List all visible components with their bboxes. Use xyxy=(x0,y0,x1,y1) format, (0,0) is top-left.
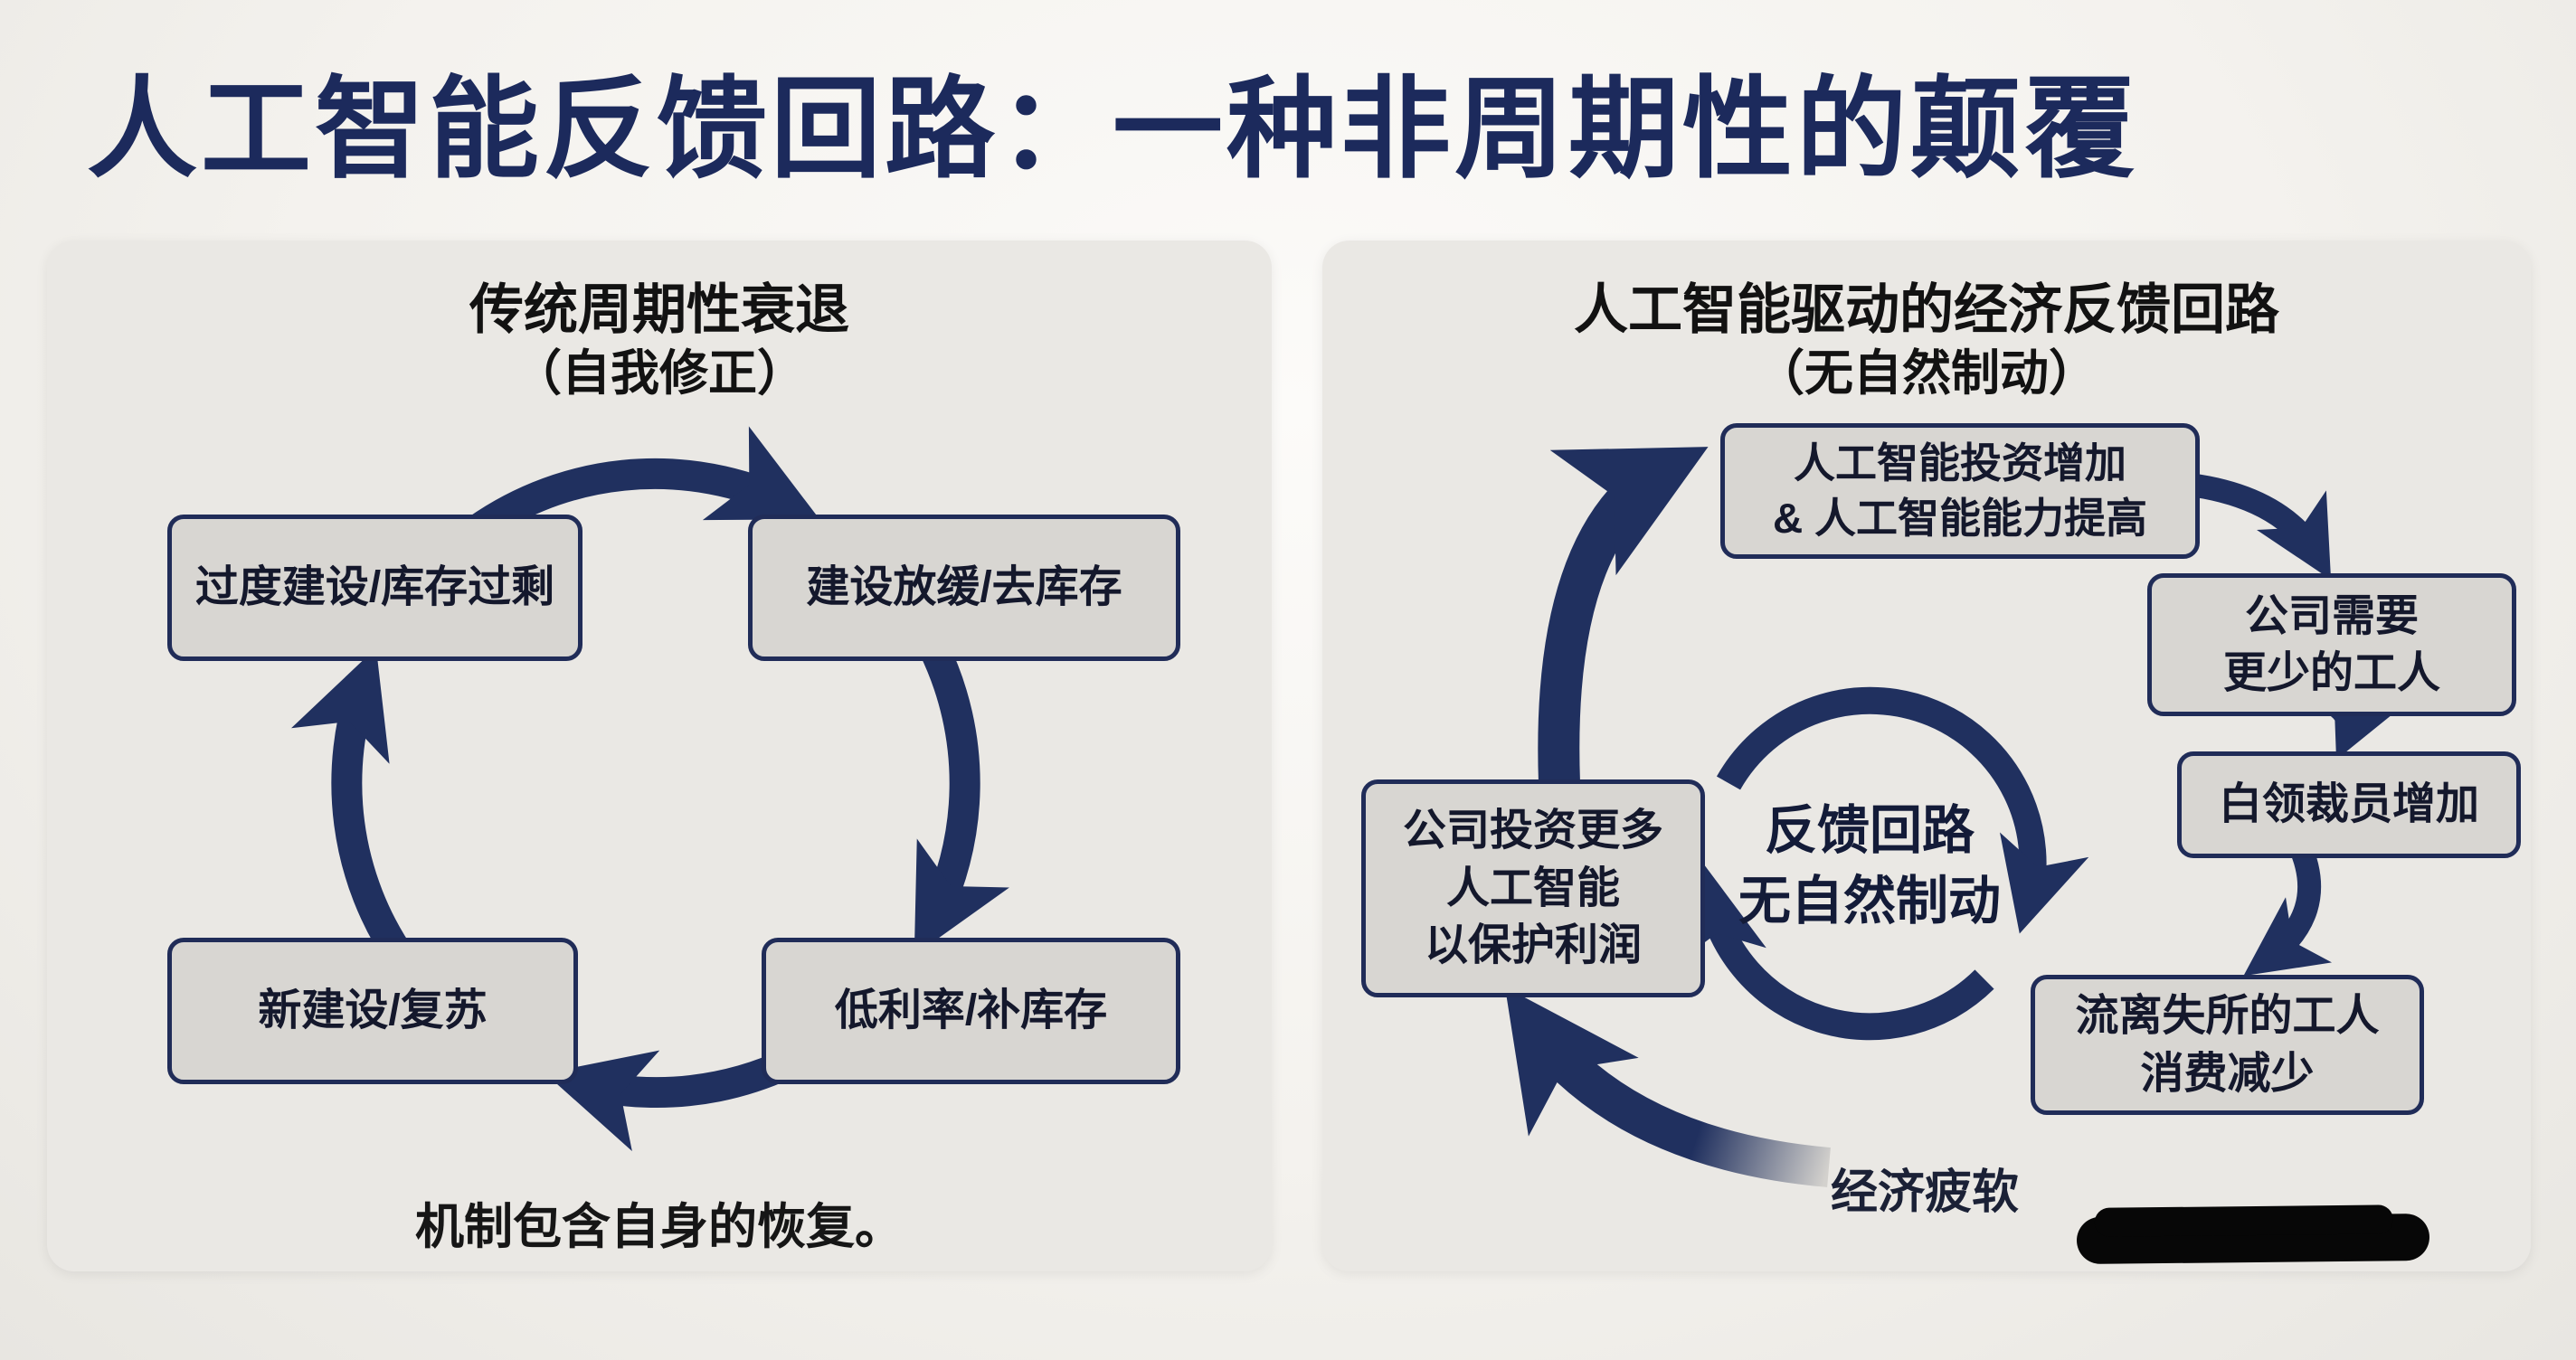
feedback-loop-center-label: 反馈回路 无自然制动 xyxy=(1689,796,2050,938)
box-ai-investment-capability: 人工智能投资增加 & 人工智能能力提高 xyxy=(1720,423,2200,559)
box-companies-invest-more-ai: 公司投资更多 人工智能 以保护利润 xyxy=(1361,779,1705,997)
box-displaced-workers-consume-less: 流离失所的工人 消费减少 xyxy=(2031,975,2424,1115)
connector-layoffs-to-displaced-icon xyxy=(2243,839,2333,977)
box-line: 公司投资更多 xyxy=(1402,807,1663,855)
economy-weakens-label: 经济疲软 xyxy=(1831,1166,2020,1219)
box-overbuild-excess-inventory: 过度建设/库存过剩 xyxy=(167,515,582,661)
cycle-arrow-right-icon xyxy=(914,640,1009,956)
box-new-build-recovery: 新建设/复苏 xyxy=(167,938,578,1084)
left-panel-title: 传统周期性衰退 xyxy=(469,279,849,340)
box-fewer-workers: 公司需要 更少的工人 xyxy=(2147,573,2516,716)
box-white-collar-layoffs: 白领裁员增加 xyxy=(2177,751,2521,858)
right-panel-subtitle: （无自然制动） xyxy=(1756,346,2098,401)
box-line: 更少的工人 xyxy=(2222,649,2440,697)
center-label-line: 反馈回路 xyxy=(1764,801,1975,860)
box-slowdown-destock: 建设放缓/去库存 xyxy=(748,515,1180,661)
left-panel-subtitle: （自我修正） xyxy=(513,346,806,401)
box-line: 以保护利润 xyxy=(1424,921,1642,970)
box-line: & 人工智能能力提高 xyxy=(1773,495,2147,542)
cycle-arrow-top-icon xyxy=(455,426,820,552)
panel-traditional-cycle: 传统周期性衰退 （自我修正） 过度建设/库存过剩 建设放缓/去库存 低利率/补库… xyxy=(47,241,1272,1271)
box-line: 流离失所的工人 xyxy=(2075,992,2380,1041)
box-line: 人工智能 xyxy=(1445,864,1620,912)
box-line: 公司需要 xyxy=(2244,591,2419,640)
box-line: 人工智能投资增加 xyxy=(1794,439,2126,487)
box-line: 消费减少 xyxy=(2140,1049,2315,1098)
outer-arrow-economy-fade-icon xyxy=(1504,987,1831,1187)
page-title: 人工智能反馈回路：一种非周期性的颠覆 xyxy=(87,68,2138,191)
watermark-redacted xyxy=(2076,1213,2430,1265)
box-low-rates-restock: 低利率/补库存 xyxy=(762,938,1180,1084)
right-panel-title: 人工智能驱动的经济反馈回路 xyxy=(1574,279,2279,340)
box-line: 白领裁员增加 xyxy=(2218,780,2479,829)
panel-ai-feedback-loop: 人工智能驱动的经济反馈回路 （无自然制动） 人工智能投资增加 & 人工智能能力提… xyxy=(1322,241,2531,1271)
inner-loop-top-arrow-icon xyxy=(1716,686,2089,934)
center-label-line: 无自然制动 xyxy=(1738,872,2001,931)
outer-arrow-left-up-icon xyxy=(1538,447,1709,784)
cycle-arrow-left-icon xyxy=(291,647,415,969)
inner-loop-bottom-arrow-icon xyxy=(1675,864,1994,1041)
left-panel-caption: 机制包含自身的恢复。 xyxy=(415,1200,904,1254)
